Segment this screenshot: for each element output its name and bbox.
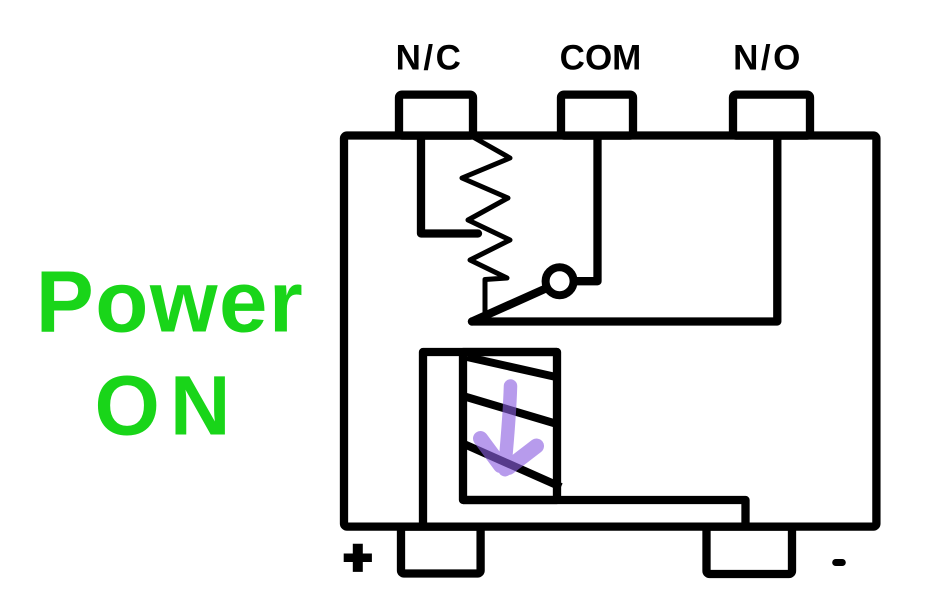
- svg-text:N/C: N/C: [396, 38, 464, 77]
- svg-text:ON: ON: [95, 358, 241, 452]
- svg-text:N/O: N/O: [733, 38, 803, 77]
- svg-text:COM: COM: [560, 38, 642, 77]
- svg-text:Power: Power: [36, 253, 305, 350]
